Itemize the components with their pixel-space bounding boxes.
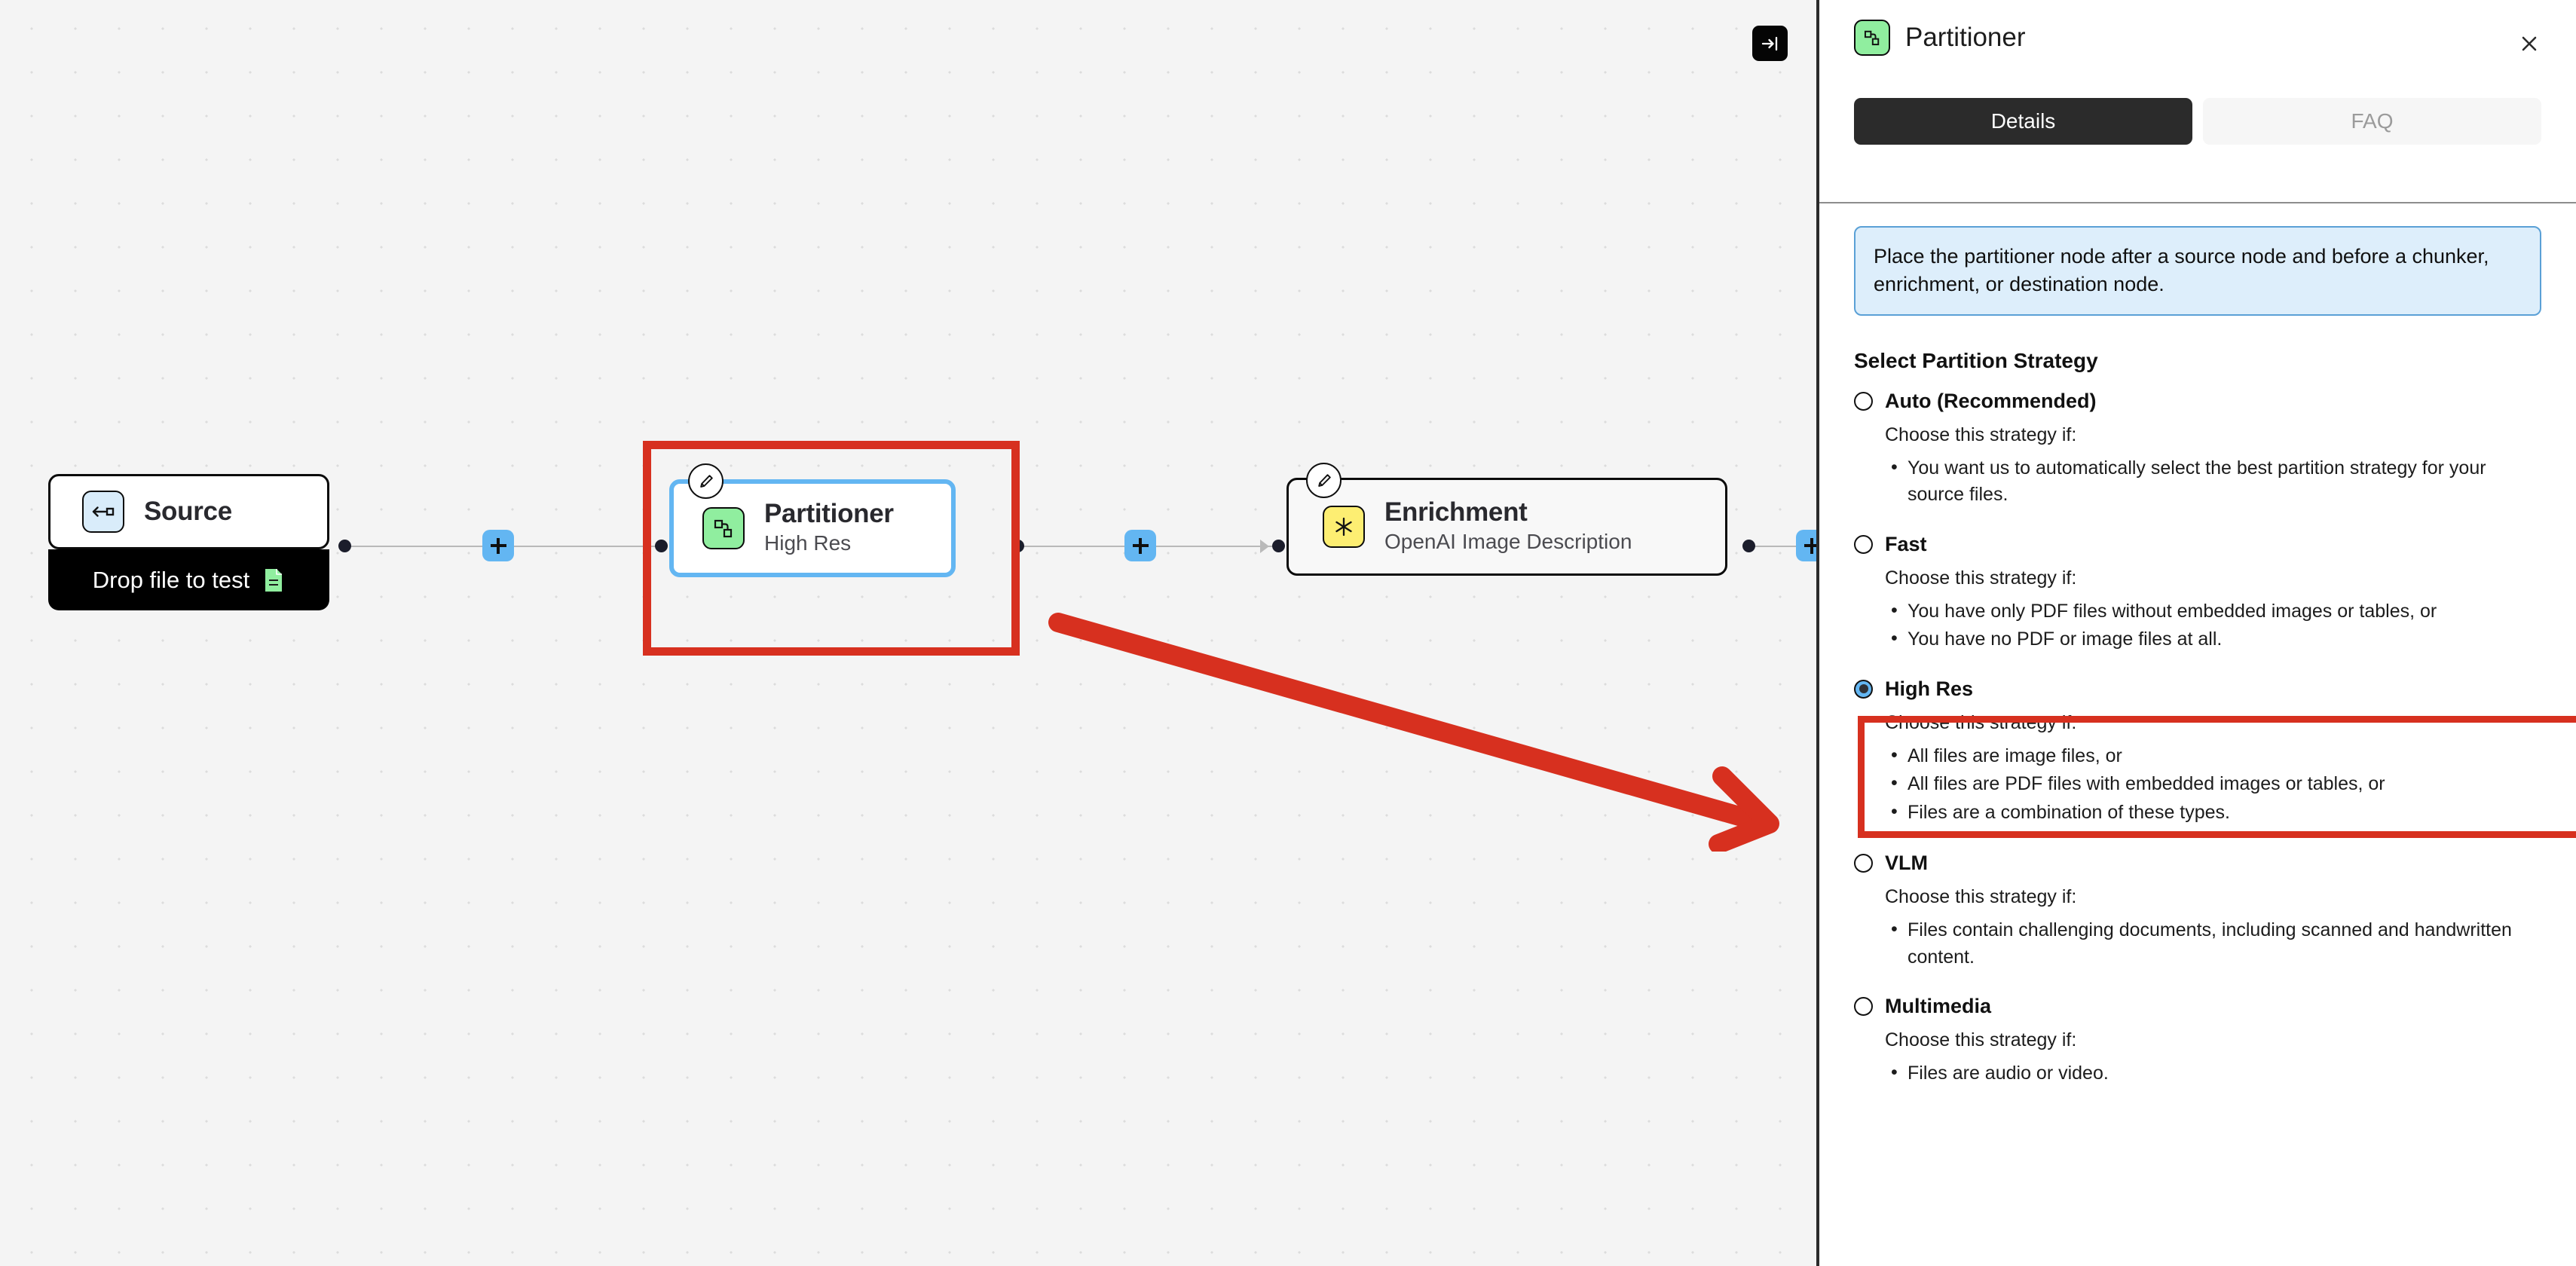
node-partitioner[interactable]: Partitioner High Res [669,479,956,577]
edit-enrichment-badge[interactable] [1306,463,1342,498]
option-auto-bullets: You want us to automatically select the … [1885,454,2541,509]
option-multimedia-prompt: Choose this strategy if: [1885,1029,2077,1050]
pencil-icon [1317,473,1331,487]
workflow-canvas[interactable]: Source Drop file to test [0,0,1816,1266]
list-item: You have only PDF files without embedded… [1885,598,2541,625]
list-item: All files are PDF files with embedded im… [1885,770,2541,798]
asterisk-sparkle-icon [1323,506,1365,548]
collapse-panel-button[interactable] [1752,26,1788,61]
list-item: Files contain challenging documents, inc… [1885,916,2541,971]
document-file-icon [265,568,283,592]
asterisk-sparkle-glyph [1335,517,1352,537]
panel-title-row: Partitioner [1854,0,2541,56]
option-multimedia-bullets: Files are audio or video. [1885,1060,2541,1087]
port-enrichment-out[interactable] [1742,540,1755,552]
pencil-icon [699,474,713,488]
node-enrichment-text: Enrichment OpenAI Image Description [1384,497,1632,555]
close-icon [2522,36,2537,51]
node-source-body: Source [50,476,327,547]
radio-vlm[interactable] [1854,854,1873,873]
port-enrichment-in[interactable] [1272,540,1285,552]
option-high-res[interactable]: High Res Choose this strategy if: All fi… [1854,677,2541,827]
drop-file-label: Drop file to test [92,566,250,593]
add-node-button-3[interactable] [1796,530,1816,561]
radio-multimedia[interactable] [1854,997,1873,1016]
node-enrichment-subtitle: OpenAI Image Description [1384,530,1632,554]
arrow-to-line-right-icon [1761,36,1777,50]
list-item: All files are image files, or [1885,742,2541,770]
option-high-res-prompt: Choose this strategy if: [1885,711,2077,733]
option-vlm-prompt: Choose this strategy if: [1885,886,2077,907]
add-node-button-2[interactable] [1124,530,1156,561]
option-fast-bullets: You have only PDF files without embedded… [1885,598,2541,653]
list-item: Files are audio or video. [1885,1060,2541,1087]
list-item: You have no PDF or image files at all. [1885,625,2541,653]
node-partitioner-text: Partitioner High Res [764,500,894,557]
node-partitioner-title: Partitioner [764,498,894,528]
source-arrow-icon [82,491,124,533]
edge-enrichment-to-next [1752,546,1816,547]
node-enrichment-title: Enrichment [1384,497,1528,527]
source-arrow-glyph [92,506,115,517]
option-high-res-label: High Res [1885,677,1974,700]
source-drop-file-footer[interactable]: Drop file to test [48,549,329,610]
partitioner-nodes-icon [702,507,745,549]
option-high-res-bullets: All files are image files, or All files … [1885,742,2541,827]
option-vlm[interactable]: VLM Choose this strategy if: Files conta… [1854,852,2541,971]
port-partitioner-in[interactable] [655,540,668,552]
option-auto-label: Auto (Recommended) [1885,389,2097,412]
tab-faq[interactable]: FAQ [2203,98,2541,145]
option-auto[interactable]: Auto (Recommended) Choose this strategy … [1854,390,2541,509]
option-vlm-head[interactable]: VLM [1854,852,2541,875]
list-item: Files are a combination of these types. [1885,799,2541,827]
option-vlm-label: VLM [1885,852,1928,874]
edge-arrowhead-2 [1260,540,1269,553]
option-multimedia[interactable]: Multimedia Choose this strategy if: File… [1854,995,2541,1087]
list-item: You want us to automatically select the … [1885,454,2541,509]
node-enrichment-body: Enrichment OpenAI Image Description [1289,480,1725,573]
info-banner: Place the partitioner node after a sourc… [1854,226,2541,316]
port-partitioner-out[interactable] [1011,540,1024,552]
node-partitioner-subtitle: High Res [764,531,852,555]
partitioner-nodes-glyph [714,519,733,538]
option-vlm-bullets: Files contain challenging documents, inc… [1885,916,2541,971]
node-source[interactable]: Source [48,474,329,549]
radio-fast[interactable] [1854,534,1873,554]
option-multimedia-head[interactable]: Multimedia [1854,995,2541,1018]
option-fast[interactable]: Fast Choose this strategy if: You have o… [1854,533,2541,653]
edit-partitioner-badge[interactable] [688,463,724,499]
panel-body: Place the partitioner node after a sourc… [1819,226,2576,1266]
annotation-arrow [1048,613,1779,852]
radio-high-res[interactable] [1854,679,1873,699]
option-fast-label: Fast [1885,532,1927,555]
option-multimedia-label: Multimedia [1885,995,1992,1017]
panel-header: Partitioner Details FAQ [1819,0,2576,203]
page-title: Partitioner [1905,23,2026,52]
node-enrichment[interactable]: Enrichment OpenAI Image Description [1286,478,1727,576]
tab-details[interactable]: Details [1854,98,2192,145]
node-source-title: Source [144,496,232,526]
partitioner-nodes-glyph [1864,30,1880,46]
port-source-out[interactable] [338,540,351,552]
edge-arrowhead-1 [643,540,652,553]
node-source-text: Source [144,496,232,526]
radio-auto[interactable] [1854,391,1873,411]
details-panel: Partitioner Details FAQ Place the partit… [1816,0,2576,1266]
option-fast-head[interactable]: Fast [1854,533,2541,556]
option-high-res-head[interactable]: High Res [1854,677,2541,701]
node-partitioner-body: Partitioner High Res [674,484,951,573]
section-heading-partition-strategy: Select Partition Strategy [1854,348,2098,372]
option-auto-prompt: Choose this strategy if: [1885,424,2077,445]
panel-tabs: Details FAQ [1854,98,2541,145]
option-fast-prompt: Choose this strategy if: [1885,567,2077,589]
add-node-button-1[interactable] [482,530,514,561]
option-auto-head[interactable]: Auto (Recommended) [1854,390,2541,413]
close-button[interactable] [2513,27,2546,60]
partitioner-nodes-icon [1854,20,1890,56]
